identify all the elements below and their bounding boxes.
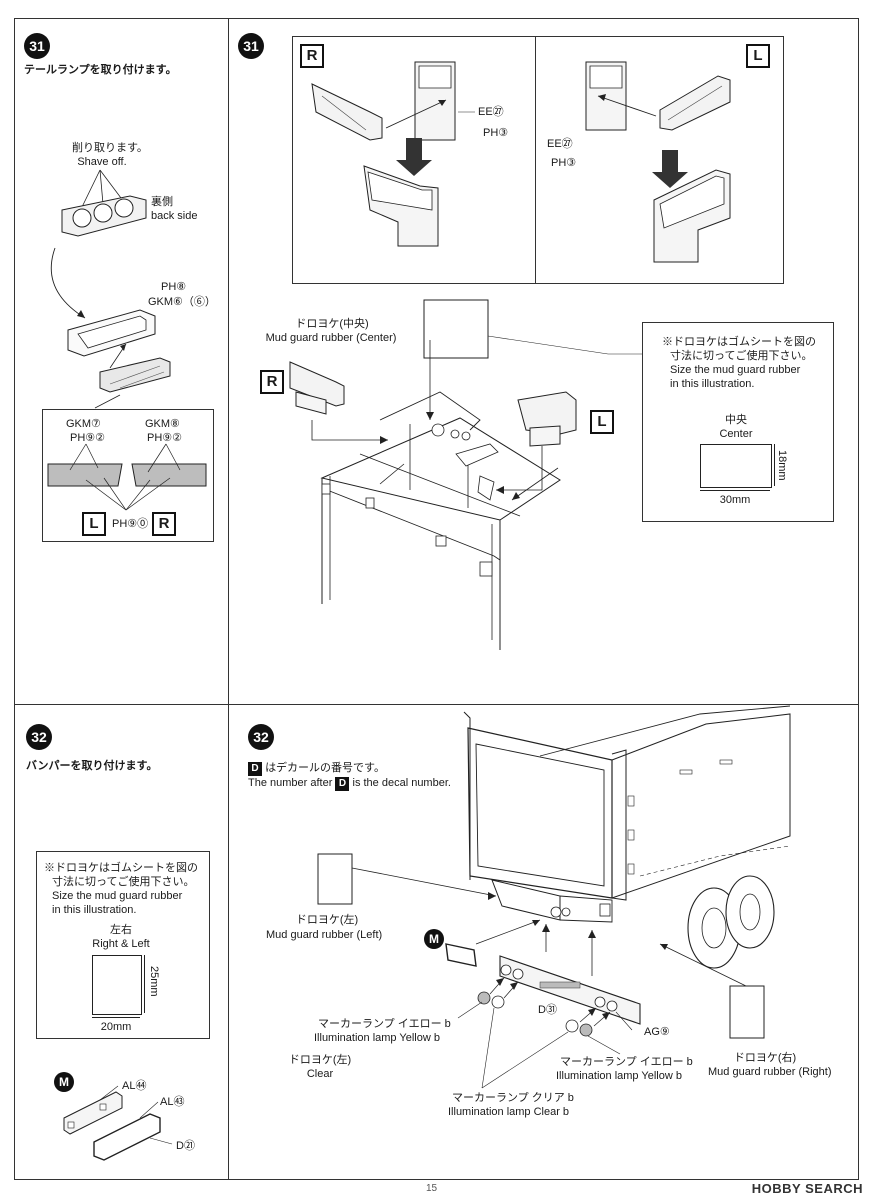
note-jp-2: 寸法に切ってご使用下さい。 bbox=[670, 350, 813, 362]
step-31-number: 31 bbox=[24, 33, 50, 59]
ph92-left-label: PH⑨② bbox=[70, 432, 106, 444]
d-box-icon: D bbox=[248, 762, 262, 776]
watermark: HOBBY SEARCH bbox=[751, 1181, 863, 1196]
lr-size-note-box bbox=[36, 851, 210, 1039]
gkm7-label: GKM⑦ bbox=[66, 418, 101, 430]
gkm6-label: GKM⑥（⑥） bbox=[148, 296, 216, 308]
mud-left-en: Mud guard rubber (Left) bbox=[266, 929, 383, 941]
note-en-2: in this illustration. bbox=[670, 378, 755, 390]
right-marker: R bbox=[152, 512, 176, 536]
note32-jp-1: ※ドロヨケはゴムシートを図の bbox=[44, 862, 198, 874]
note32-en-1: Size the mud guard rubber bbox=[52, 890, 183, 902]
note32-en-2: in this illustration. bbox=[52, 904, 137, 916]
center-en: Center bbox=[719, 428, 753, 440]
lr-rubber-sample bbox=[92, 955, 142, 1015]
al54-label: AL㊹ bbox=[122, 1080, 147, 1092]
lr-tail-lamp-box bbox=[292, 36, 784, 284]
m-circle-marker: M bbox=[54, 1072, 74, 1092]
rl-en: Right & Left bbox=[92, 938, 150, 950]
decal-note-en-pre: The number after bbox=[248, 777, 333, 789]
shave-label-jp: 削り取ります。 bbox=[72, 142, 148, 154]
r-panel-marker: R bbox=[300, 44, 324, 68]
center-dim-width: 30mm bbox=[719, 494, 751, 506]
ph3-r-label: PH③ bbox=[483, 127, 509, 139]
decal-note-en-post: is the decal number. bbox=[352, 777, 451, 789]
instruction-sheet bbox=[14, 18, 859, 1180]
ph92-right-label: PH⑨② bbox=[147, 432, 183, 444]
clear-jp: ドロヨケ(左) bbox=[288, 1054, 352, 1066]
marker-yellow-1-en: Illumination lamp Yellow b bbox=[314, 1032, 440, 1044]
al53-label: AL㊸ bbox=[160, 1096, 185, 1108]
note-en-1: Size the mud guard rubber bbox=[670, 364, 801, 376]
lr-divider bbox=[535, 36, 536, 284]
center-rubber-sample bbox=[700, 444, 772, 488]
ag9-label: AG⑨ bbox=[644, 1026, 670, 1038]
marker-yellow-1-jp: マーカーランプ イエロー b bbox=[318, 1018, 451, 1030]
mud-center-jp: ドロヨケ(中央) bbox=[295, 318, 369, 330]
mud-left-jp: ドロヨケ(左) bbox=[295, 914, 359, 926]
note32-jp-2: 寸法に切ってご使用下さい。 bbox=[52, 876, 195, 888]
row-divider bbox=[15, 704, 858, 705]
column-divider bbox=[228, 19, 229, 1179]
marker-yellow-2-jp: マーカーランプ イエロー b bbox=[560, 1056, 693, 1068]
lr-dim-width: 20mm bbox=[100, 1021, 132, 1033]
step-32-number: 32 bbox=[26, 724, 52, 750]
mud-right-en: Mud guard rubber (Right) bbox=[708, 1066, 832, 1078]
step-31-instruction: テールランプを取り付けます。 bbox=[24, 64, 177, 76]
clear-en: Clear bbox=[306, 1068, 334, 1080]
marker-clear-en: Illumination lamp Clear b bbox=[448, 1106, 570, 1118]
center-dim-width-line bbox=[700, 490, 770, 491]
ph90-label: PH⑨⓪ bbox=[112, 518, 149, 530]
d-box-icon-2: D bbox=[335, 777, 350, 791]
note-jp-1: ※ドロヨケはゴムシートを図の bbox=[662, 336, 816, 348]
lr-dim-width-line bbox=[92, 1017, 140, 1018]
step-32-number-right: 32 bbox=[248, 724, 274, 750]
d31-label: D㉛ bbox=[538, 1004, 557, 1016]
marker-yellow-2-en: Illumination lamp Yellow b bbox=[556, 1070, 682, 1082]
l-panel-marker: L bbox=[746, 44, 770, 68]
left-marker: L bbox=[82, 512, 106, 536]
ph3-l-label: PH③ bbox=[551, 157, 577, 169]
page-number: 15 bbox=[426, 1183, 438, 1194]
back-side-en: back side bbox=[151, 210, 198, 222]
mud-right-jp: ドロヨケ(右) bbox=[733, 1052, 797, 1064]
step-31-number-right: 31 bbox=[238, 33, 264, 59]
d21-label: D㉑ bbox=[176, 1140, 195, 1152]
center-dim-height-line bbox=[774, 444, 775, 486]
mud-center-en: Mud guard rubber (Center) bbox=[265, 332, 397, 344]
ee27-l-label: EE㉗ bbox=[547, 138, 573, 150]
marker-clear-jp: マーカーランプ クリア b bbox=[452, 1092, 574, 1104]
mud-l-marker: L bbox=[590, 410, 614, 434]
step-32-instruction: バンパーを取り付けます。 bbox=[26, 760, 158, 772]
center-jp: 中央 bbox=[725, 414, 747, 426]
gkm8-label: GKM⑧ bbox=[145, 418, 180, 430]
center-size-note-box bbox=[642, 322, 834, 522]
back-side-jp: 裏側 bbox=[151, 196, 173, 208]
rl-jp: 左右 bbox=[110, 924, 132, 936]
lr-dim-height-line bbox=[144, 955, 145, 1013]
ee27-r-label: EE㉗ bbox=[478, 106, 504, 118]
m-circle-marker-2: M bbox=[424, 929, 444, 949]
mud-r-marker: R bbox=[260, 370, 284, 394]
shave-label-en: Shave off. bbox=[77, 156, 127, 168]
decal-note-jp: はデカールの番号です。 bbox=[265, 762, 385, 774]
ph8-label: PH⑧ bbox=[161, 281, 187, 293]
